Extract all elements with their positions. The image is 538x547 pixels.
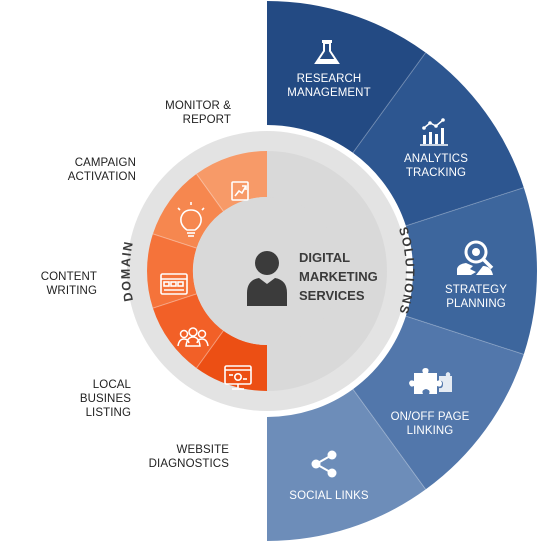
people-group-icon — [177, 327, 209, 347]
puzzle-icon — [409, 368, 452, 394]
magnifier-person-icon — [457, 240, 494, 275]
domain-sector-1 — [196, 151, 267, 212]
center-title-line-2: MARKETING — [299, 269, 378, 284]
monitor-gear-icon — [224, 365, 252, 390]
center-title-line-1: DIGITAL — [299, 250, 350, 265]
browser-window-icon — [160, 273, 188, 295]
center-title-line-3: SERVICES — [299, 288, 365, 303]
solution-sector-4 — [352, 316, 524, 490]
solution-sector-1 — [267, 1, 426, 153]
solution-sector-5 — [267, 389, 426, 541]
domain-ring-label: DOMAIN — [119, 239, 136, 302]
analytics-chart-icon — [420, 118, 448, 146]
solution-label-social-links: SOCIAL LINKS — [289, 490, 369, 502]
solution-sector-2 — [352, 52, 524, 226]
domain-sector-4 — [152, 293, 224, 369]
report-chart-icon — [231, 181, 249, 201]
user-icon — [247, 251, 287, 306]
domain-sector-3 — [147, 233, 197, 309]
lightbulb-icon — [177, 202, 205, 237]
domain-sector-5 — [196, 330, 267, 391]
domain-label-monitor-report: MONITOR &REPORT — [165, 100, 231, 126]
share-icon — [311, 450, 337, 478]
flask-icon — [314, 40, 340, 64]
